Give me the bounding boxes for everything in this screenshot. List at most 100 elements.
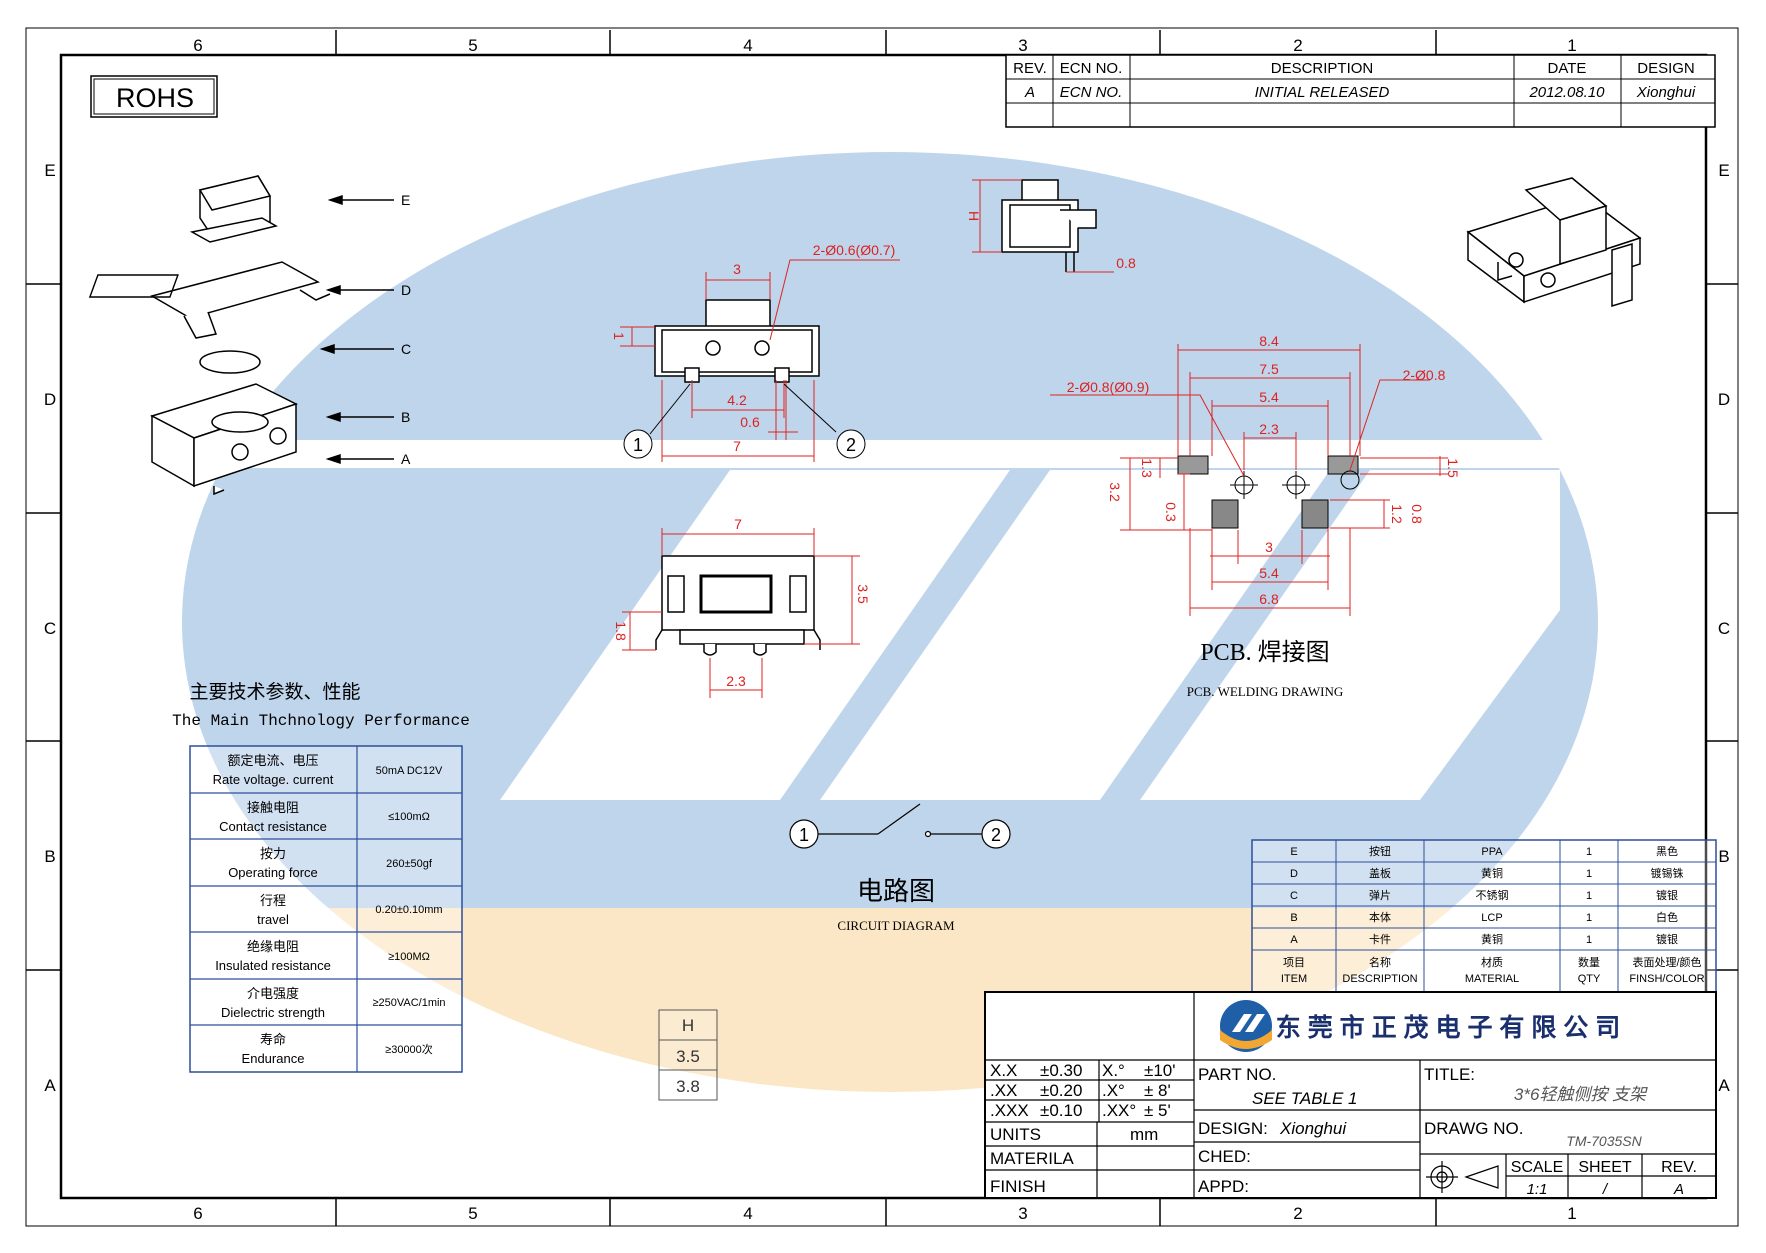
front-dim-labels: 3 2-Ø0.6(Ø0.7) 1 4.2 0.6 7 xyxy=(611,242,895,454)
dim-label: 2-Ø0.6(Ø0.7) xyxy=(813,242,895,258)
spec-label-en: Rate voltage. current xyxy=(213,772,334,787)
bom-cell: 镀银 xyxy=(1656,888,1678,902)
bottom-dims xyxy=(622,528,860,698)
bom-cell: 卡件 xyxy=(1369,933,1391,946)
units-value: mm xyxy=(1130,1125,1158,1144)
dim-label: 1.3 xyxy=(1139,458,1155,478)
bom-cell: 盖板 xyxy=(1369,866,1391,880)
pin-label: 1 xyxy=(799,825,809,845)
bom-header: 数量 xyxy=(1578,956,1600,969)
revision-block: REV. ECN NO. DESCRIPTION DATE DESIGN A E… xyxy=(1005,54,1716,128)
bom-cell: B xyxy=(1290,912,1297,924)
col-label: 1 xyxy=(1567,1204,1576,1223)
part-label: B xyxy=(401,409,410,425)
bom-cell: 1 xyxy=(1586,934,1592,946)
company-name: 东 莞 市 正 茂 电 子 有 限 公 司 xyxy=(1276,1013,1620,1042)
col-label: 5 xyxy=(468,36,477,55)
bom-header: 项目 xyxy=(1283,956,1305,969)
col-label: 4 xyxy=(743,1204,752,1223)
rev-value: A xyxy=(1673,1181,1684,1198)
rev-label: REV. xyxy=(1661,1159,1697,1176)
rev-cell: Xionghui xyxy=(1636,84,1696,101)
grid-labels: 6 5 4 3 2 1 6 5 4 3 2 1 E D C B A E D C … xyxy=(44,36,1730,1223)
dim-label: H xyxy=(966,211,982,221)
spec-value: ≥100MΩ xyxy=(388,951,430,963)
row-label: B xyxy=(44,847,55,866)
bom-cell: PPA xyxy=(1481,846,1503,858)
exploded-view xyxy=(88,175,331,496)
rev-header: REV. xyxy=(1013,60,1047,77)
tol-label: X.X xyxy=(990,1061,1017,1080)
dim-label: 3.2 xyxy=(1107,482,1123,502)
h-table: H 3.5 3.8 xyxy=(658,1009,718,1101)
dim-label: 0.8 xyxy=(1116,255,1136,271)
exploded-labels: E D C B A xyxy=(401,192,411,467)
pin-label: 2 xyxy=(846,435,856,455)
rev-cell: 2012.08.10 xyxy=(1528,84,1605,101)
col-label: 1 xyxy=(1567,36,1576,55)
exploded-arrows xyxy=(319,194,394,465)
pin-label: 2 xyxy=(991,825,1001,845)
spec-label-en: Insulated resistance xyxy=(215,958,331,973)
spec-label-cn: 额定电流、电压 xyxy=(227,753,318,768)
row-label: D xyxy=(44,390,56,409)
rev-header: DESIGN xyxy=(1637,60,1695,77)
dim-label: 8.4 xyxy=(1259,333,1279,349)
bom-cell: 1 xyxy=(1586,846,1592,858)
spec-label-cn: 介电强度 xyxy=(247,986,299,1001)
spec-value: 0.20±0.10mm xyxy=(375,904,442,916)
dim-label: 1.5 xyxy=(1445,458,1461,478)
rev-header: DESCRIPTION xyxy=(1271,60,1374,77)
appd-label: APPD: xyxy=(1198,1177,1249,1196)
col-label: 6 xyxy=(193,1204,202,1223)
bom-cell: 本体 xyxy=(1369,910,1391,924)
spec-value: 50mA DC12V xyxy=(376,765,443,777)
bom-cell: 白色 xyxy=(1656,910,1678,924)
dim-label: 5.4 xyxy=(1259,389,1279,405)
dim-label: 2-Ø0.8(Ø0.9) xyxy=(1067,379,1149,395)
watermark-logo xyxy=(182,152,1598,1092)
bom-cell: D xyxy=(1290,868,1298,880)
title-value: 3*6轻触侧按 支架 xyxy=(1514,1085,1648,1104)
part-label: A xyxy=(401,451,411,467)
spec-value: ≥250VAC/1min xyxy=(372,997,445,1009)
bom-header: QTY xyxy=(1578,973,1601,985)
pcb-title-cn: PCB. 焊接图 xyxy=(1200,639,1329,666)
dim-label: 0.6 xyxy=(740,414,760,430)
rev-cell: ECN NO. xyxy=(1060,84,1123,101)
scale-label: SCALE xyxy=(1511,1159,1563,1176)
pin-label: 1 xyxy=(633,435,643,455)
dim-label: 7 xyxy=(733,438,741,454)
tol-label: .XX° xyxy=(1102,1101,1136,1120)
spec-label-en: Endurance xyxy=(242,1051,305,1066)
drawg-label: DRAWG NO. xyxy=(1424,1119,1523,1138)
bom-cell: 黑色 xyxy=(1656,844,1678,858)
row-label: D xyxy=(1718,390,1730,409)
ched-label: CHED: xyxy=(1198,1147,1251,1166)
bom-cell: 1 xyxy=(1586,912,1592,924)
dim-label: 3.5 xyxy=(855,584,871,604)
dim-label: 6.8 xyxy=(1259,591,1279,607)
pcb-title-en: PCB. WELDING DRAWING xyxy=(1187,684,1344,699)
spec-value: ≥30000次 xyxy=(385,1042,433,1056)
tol-value: ±0.10 xyxy=(1040,1101,1082,1120)
side-dim-labels: H 0.8 xyxy=(966,211,1136,271)
projection-symbol xyxy=(1426,1161,1499,1193)
rev-header: ECN NO. xyxy=(1060,60,1123,77)
bom-cell: 不锈钢 xyxy=(1476,889,1509,902)
title-label: TITLE: xyxy=(1424,1065,1475,1084)
spec-label-en: Contact resistance xyxy=(219,819,327,834)
bom-header: 名称 xyxy=(1369,955,1391,969)
design-value: Xionghui xyxy=(1279,1119,1347,1138)
col-label: 3 xyxy=(1018,1204,1027,1223)
front-leaders xyxy=(623,383,866,459)
col-label: 3 xyxy=(1018,36,1027,55)
bom-header: MATERIAL xyxy=(1465,973,1519,985)
bom-header: 表面处理/颜色 xyxy=(1632,955,1701,969)
bom-cell: 弹片 xyxy=(1369,888,1391,902)
bom-cell: 镀锡铢 xyxy=(1651,866,1684,880)
bom-cell: 黄铜 xyxy=(1481,866,1503,880)
pcb-dims xyxy=(1050,344,1448,616)
